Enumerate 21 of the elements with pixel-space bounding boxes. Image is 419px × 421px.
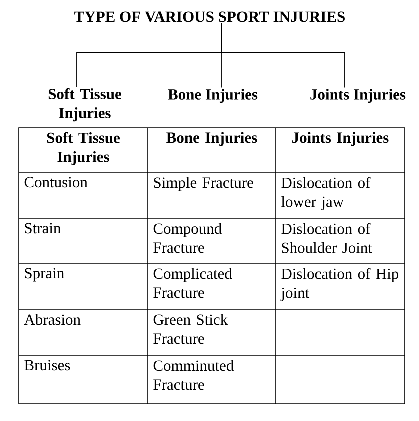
- table-text: Sprain: [25, 268, 64, 282]
- table-header: Joints Injuries: [292, 132, 389, 146]
- table-text: Complicated Fracture: [154, 268, 232, 298]
- table-header: Soft Tissue Injuries: [47, 132, 120, 166]
- table-header: Bone Injuries: [166, 132, 258, 146]
- category-heading: Bone Injuries: [168, 88, 258, 104]
- table-text: Dislocation of Hip joint: [280, 268, 399, 302]
- category-heading: Soft Tissue Injuries: [48, 88, 122, 122]
- table-text: Strain: [25, 223, 61, 234]
- category-heading: Joints Injuries: [310, 88, 406, 104]
- table-text: Compound Fracture: [154, 223, 222, 254]
- table-text: Comminuted Fracture: [154, 360, 234, 390]
- title: TYPE OF VARIOUS SPORT INJURIES: [74, 12, 345, 22]
- connector-line: [222, 23, 346, 88]
- table-text: Abrasion: [24, 314, 81, 326]
- table-text: Dislocation of Shoulder Joint: [282, 223, 372, 254]
- table-text: Dislocation of lower jaw: [282, 177, 371, 210]
- table-text: Contusion: [24, 177, 88, 188]
- table-text: Simple Fracture: [154, 177, 254, 192]
- table-text: Bruises: [24, 360, 70, 371]
- table-text: Green Stick Fracture: [154, 314, 228, 344]
